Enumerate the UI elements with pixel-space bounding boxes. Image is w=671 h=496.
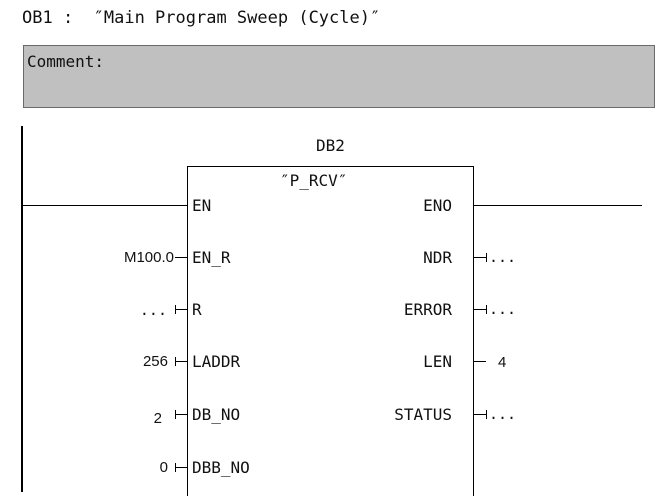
lead-db-no — [175, 414, 187, 415]
comment-label: Comment: — [27, 52, 105, 71]
instance-db-label: DB2 — [316, 136, 345, 155]
pin-eno: ENO — [423, 196, 452, 215]
pin-len: LEN — [423, 352, 452, 371]
lead-en-r — [175, 257, 187, 258]
lead-dbb-no — [175, 467, 187, 468]
stub-r — [175, 305, 176, 314]
comment-box[interactable]: Comment: — [23, 45, 655, 108]
lead-ndr — [474, 257, 486, 258]
stub-dbb-no — [175, 463, 176, 472]
stub-status — [486, 410, 487, 419]
pin-db-no: DB_NO — [192, 405, 241, 424]
block-type-label: ″P_RCV″ — [280, 171, 348, 190]
output-value-error[interactable]: ... — [489, 300, 517, 318]
pin-error: ERROR — [403, 300, 452, 319]
lead-error — [474, 309, 486, 310]
input-value-r[interactable]: ... — [139, 301, 167, 319]
pin-status: STATUS — [394, 405, 452, 424]
input-value-dbb-no[interactable]: 0 — [159, 459, 168, 476]
lead-r — [175, 309, 187, 310]
stub-error — [486, 305, 487, 314]
pin-ndr: NDR — [423, 248, 452, 267]
stub-db-no — [175, 410, 176, 419]
lead-status — [474, 414, 486, 415]
output-value-len[interactable]: 4 — [498, 354, 507, 371]
input-value-db-no[interactable]: 2 — [153, 410, 162, 427]
output-value-ndr[interactable]: ... — [489, 248, 517, 266]
stub-ndr — [486, 253, 487, 262]
eno-wire — [474, 205, 642, 206]
power-rail — [21, 126, 23, 492]
output-value-status[interactable]: ... — [489, 405, 517, 423]
network-title: OB1 : ″Main Program Sweep (Cycle)″ — [22, 8, 381, 28]
pin-r: R — [192, 300, 202, 319]
pin-en: EN — [192, 196, 212, 215]
input-value-en-r[interactable]: M100.0 — [123, 249, 174, 266]
p-rcv-block[interactable] — [187, 166, 474, 496]
pin-en-r: EN_R — [192, 248, 231, 267]
stub-laddr — [175, 357, 176, 366]
en-wire — [21, 205, 187, 206]
lead-laddr — [175, 361, 187, 362]
input-value-laddr[interactable]: 256 — [142, 353, 168, 370]
lead-len — [474, 361, 486, 362]
pin-dbb-no: DBB_NO — [192, 458, 250, 477]
pin-laddr: LADDR — [192, 352, 241, 371]
